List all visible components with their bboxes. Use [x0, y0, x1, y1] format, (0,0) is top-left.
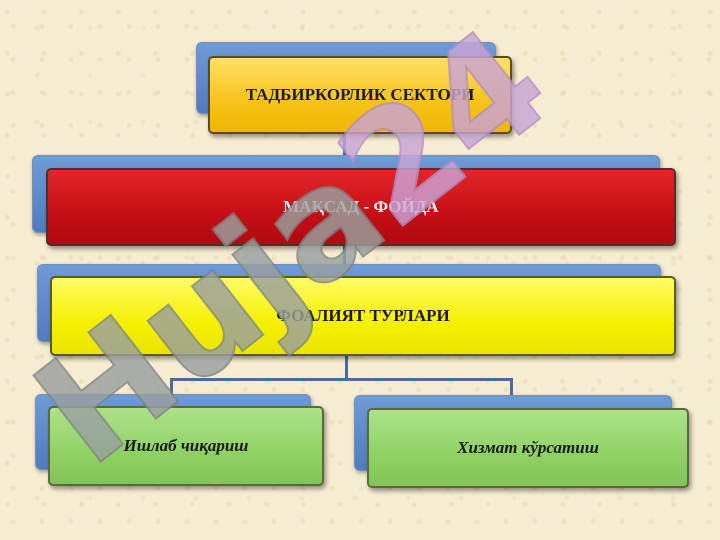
connector-goal-activity [343, 243, 346, 275]
top-node: ТАДБИРКОРЛИК СЕКТОРИ [208, 56, 512, 134]
child-right: Хизмат кўрсатиш [367, 408, 689, 488]
connector-activity-down [345, 354, 348, 380]
goal-node-label: МАҚСАД - ФОЙДА [283, 197, 439, 216]
top-node-label: ТАДБИРКОРЛИК СЕКТОРИ [245, 85, 475, 104]
connector-left-child [170, 378, 173, 396]
child-left-label: Ишлаб чиқариш [123, 436, 249, 455]
connector-horizontal [170, 378, 513, 381]
child-left: Ишлаб чиқариш [48, 406, 324, 486]
child-right-label: Хизмат кўрсатиш [457, 438, 599, 457]
activity-node-label: ФОАЛИЯТ ТУРЛАРИ [276, 306, 450, 325]
goal-node: МАҚСАД - ФОЙДА [46, 168, 676, 246]
connector-top-goal [343, 132, 346, 168]
activity-node: ФОАЛИЯТ ТУРЛАРИ [50, 276, 676, 356]
connector-right-child [510, 378, 513, 396]
